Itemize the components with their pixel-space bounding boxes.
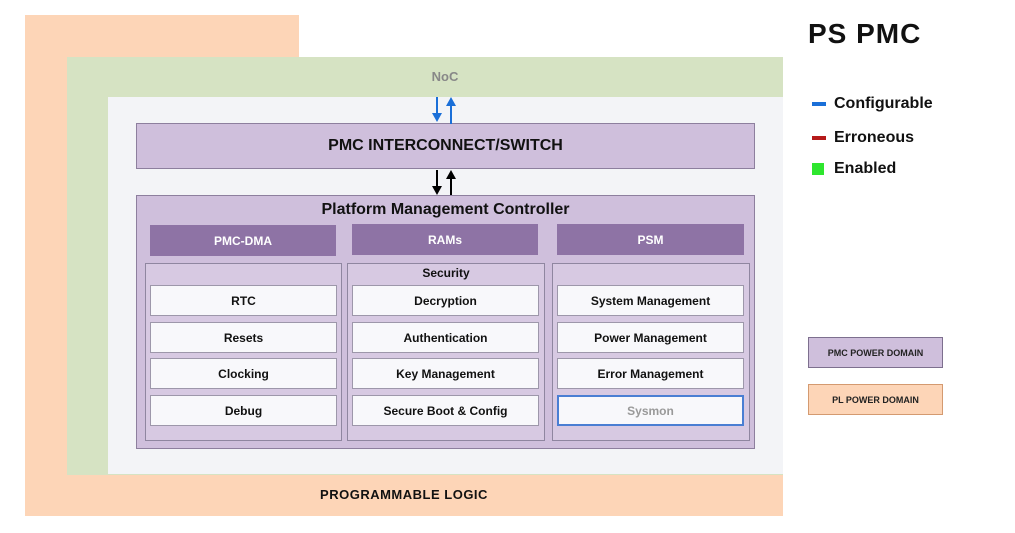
- cell-debug: Debug: [150, 395, 337, 426]
- noc-label: NoC: [431, 69, 459, 84]
- pmc-interconnect-switch: PMC INTERCONNECT/SWITCH: [136, 123, 755, 169]
- controller-title: Platform Management Controller: [321, 201, 570, 218]
- cell-error-management: Error Management: [557, 358, 744, 389]
- configurable-line-icon: [812, 102, 826, 106]
- legend-erroneous: Erroneous: [812, 129, 914, 147]
- interconnect-arrows: [432, 170, 456, 195]
- cell-resets: Resets: [150, 322, 337, 353]
- erroneous-line-icon: [812, 136, 826, 140]
- cell-secure-boot-config: Secure Boot & Config: [352, 395, 539, 426]
- pmc-power-domain-box: PMC POWER DOMAIN: [808, 337, 943, 368]
- legend-enabled: Enabled: [812, 160, 896, 178]
- header-psm: PSM: [557, 224, 744, 255]
- legend-enabled-label: Enabled: [834, 160, 897, 177]
- cell-sysmon: Sysmon: [557, 395, 744, 426]
- programmable-logic-label: PROGRAMMABLE LOGIC: [320, 487, 488, 502]
- cell-power-management: Power Management: [557, 322, 744, 353]
- cell-system-management: System Management: [557, 285, 744, 316]
- enabled-square-icon: [812, 163, 824, 175]
- header-rams: RAMs: [352, 224, 538, 255]
- cell-decryption: Decryption: [352, 285, 539, 316]
- cell-rtc: RTC: [150, 285, 337, 316]
- header-pmc-dma: PMC-DMA: [150, 225, 336, 256]
- legend-configurable: Configurable: [812, 95, 933, 113]
- noc-configurable-arrows: [432, 97, 456, 124]
- legend-erroneous-label: Erroneous: [834, 129, 915, 146]
- page-title: PS PMC: [808, 18, 922, 49]
- security-title: Security: [422, 266, 470, 280]
- cell-authentication: Authentication: [352, 322, 539, 353]
- cell-clocking: Clocking: [150, 358, 337, 389]
- cell-key-management: Key Management: [352, 358, 539, 389]
- legend-configurable-label: Configurable: [834, 95, 933, 112]
- pl-power-domain-box: PL POWER DOMAIN: [808, 384, 943, 415]
